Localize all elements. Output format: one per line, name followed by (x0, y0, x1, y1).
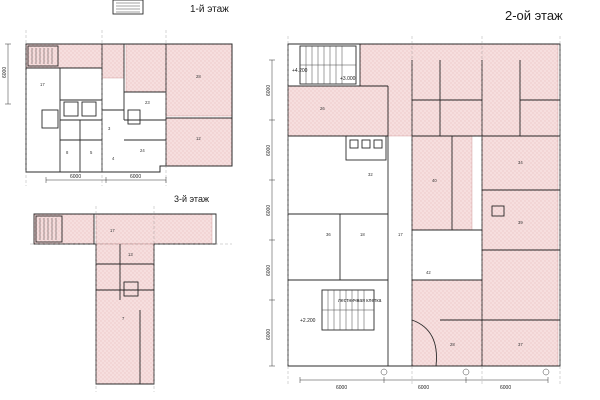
first-floor-bottom-dimensions: 6000 6000 (45, 174, 167, 183)
room-number: 26 (320, 106, 325, 111)
second-floor-hatched-center (411, 135, 473, 231)
dimension-label: 6000 (500, 385, 511, 391)
first-floor-room-labels: 17 24 23 28 12 3 8 5 4 (40, 74, 201, 161)
first-floor-hatched-hall (165, 43, 233, 117)
dimension-label: 6000 (70, 174, 81, 180)
first-floor-hatched-lower-hall (165, 117, 233, 167)
room-number: 13 (128, 252, 133, 257)
level-mark: +4.200 (292, 68, 308, 74)
third-floor-bathroom-fixtures (123, 281, 139, 297)
room-number: 24 (140, 148, 145, 153)
dimension-label: 6000 (266, 265, 272, 276)
first-floor-hatched-top-left (25, 43, 103, 69)
room-number: 17 (398, 232, 403, 237)
third-floor-plan: 3-й этаж 1 (30, 194, 232, 392)
second-floor-hatched-left-upper (287, 85, 389, 137)
second-floor-bottom-stair (321, 289, 375, 331)
room-number: 7 (122, 316, 125, 321)
second-floor-bathroom-fixtures (345, 135, 505, 217)
second-floor-hatched-bottom-center (411, 279, 483, 367)
second-floor-top-stair (299, 45, 357, 85)
first-floor-title: 1-й этаж (190, 4, 229, 15)
room-number: 5 (90, 150, 93, 155)
room-number: 40 (432, 178, 437, 183)
third-floor-partitions (93, 214, 154, 384)
first-floor-top-stair (112, 0, 144, 15)
dimension-label: 6000 (130, 174, 141, 180)
dimension-label: 6000 (2, 67, 8, 78)
room-number: 37 (518, 342, 523, 347)
room-number: 36 (326, 232, 331, 237)
second-floor-plan: 2-ой этаж (266, 8, 563, 391)
room-number: 8 (66, 150, 69, 155)
room-number: 3 (108, 126, 111, 131)
second-floor-title: 2-ой этаж (505, 8, 563, 23)
room-number: 12 (196, 136, 201, 141)
second-floor-curved-wall (411, 319, 437, 367)
second-floor-axes (287, 36, 561, 384)
third-floor-stair (35, 215, 63, 243)
first-floor-left-dimensions: 6000 (2, 43, 11, 105)
level-mark: +2.200 (300, 318, 316, 324)
second-floor-hatched-right-column (481, 135, 559, 367)
axis-bubble (462, 368, 470, 376)
room-number: 4 (112, 156, 115, 161)
stairwell-note: лестничная клетка (338, 298, 382, 304)
first-floor-plan: 1-й этаж (2, 0, 233, 186)
second-floor-hatched-top (359, 43, 559, 137)
room-number: 17 (40, 82, 45, 87)
axis-bubble (380, 368, 388, 376)
second-floor-room-labels: 26 17 18 36 32 42 37 28 40 39 34 (320, 106, 523, 347)
third-floor-hatched-stem (95, 243, 155, 385)
room-number: 23 (145, 100, 150, 105)
first-floor-hatched-top-mid (101, 43, 125, 79)
first-floor-hatched-corridor (125, 43, 167, 93)
third-floor-title: 3-й этаж (174, 194, 209, 204)
room-number: 18 (360, 232, 365, 237)
second-floor-bottom-dimensions: 6000 6000 6000 (299, 377, 549, 391)
third-floor-hatched-left-wing (33, 213, 95, 245)
room-number: 34 (518, 160, 523, 165)
room-number: 28 (196, 74, 201, 79)
room-number: 42 (426, 270, 431, 275)
room-number: 28 (450, 342, 455, 347)
dimension-label: 6000 (266, 85, 272, 96)
second-floor-left-dimensions: 6000 6000 6000 6000 6000 (266, 59, 275, 367)
room-number: 17 (110, 228, 115, 233)
dimension-label: 6000 (266, 205, 272, 216)
dimension-label: 6000 (418, 385, 429, 391)
third-floor-room-labels: 17 13 7 (110, 228, 133, 321)
dimension-label: 6000 (336, 385, 347, 391)
first-floor-stair (27, 45, 59, 67)
room-number: 39 (518, 220, 523, 225)
dimension-label: 6000 (266, 145, 272, 156)
axis-bubble (542, 368, 550, 376)
level-mark: +3.000 (340, 76, 356, 82)
dimension-label: 6000 (266, 329, 272, 340)
first-floor-bathroom-fixtures (41, 109, 59, 129)
room-number: 32 (368, 172, 373, 177)
